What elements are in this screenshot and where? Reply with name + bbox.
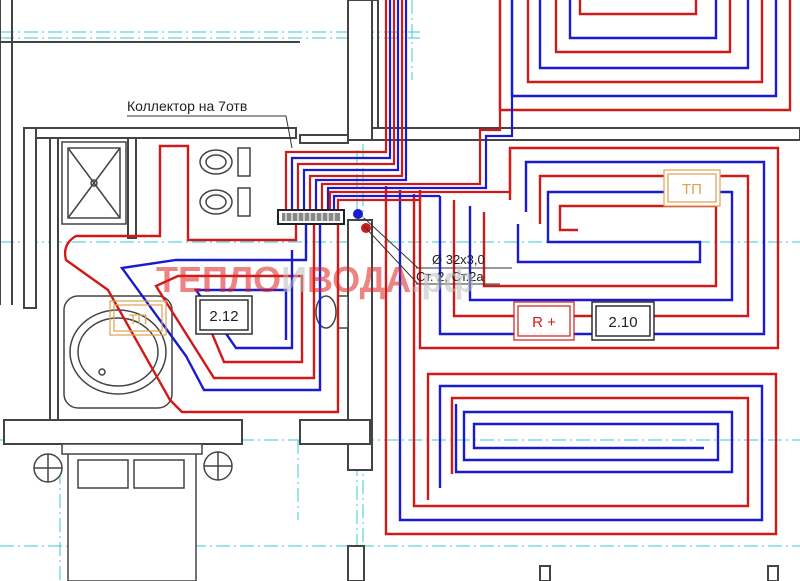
supply-riser-icon	[353, 209, 363, 219]
pipe-diameter-label: Ø 32x3,0	[432, 252, 485, 267]
tp-tag-bath-text: ТП	[129, 311, 148, 327]
watermark-part-3: ВОДА	[307, 259, 411, 300]
heating-loop-top-room	[498, 0, 792, 112]
bathtub	[63, 295, 173, 409]
pipe-bundle	[284, 0, 514, 212]
tp-tag-bath: ТП	[109, 300, 167, 336]
toilet-fixtures	[199, 147, 349, 329]
radiator-tag-text: R +	[532, 314, 556, 331]
room-tag-2-10-text: 2.10	[608, 314, 637, 331]
room-tag-2-10: 2.10	[591, 301, 655, 341]
watermark: ТЕПЛОИВОДА.рф	[156, 259, 475, 300]
radiator-tag: R +	[513, 301, 575, 341]
bed-furniture	[33, 443, 233, 581]
collector-manifold	[277, 209, 371, 233]
watermark-part-4: .рф	[411, 259, 475, 300]
watermark-part-1: ТЕПЛО	[156, 259, 281, 300]
collector-label: Коллектор на 7отв	[127, 98, 247, 114]
heating-loop-bottom-room	[384, 186, 778, 536]
leader-lines	[127, 115, 512, 285]
watermark-part-2: И	[281, 259, 307, 300]
room-tag-2-12-text: 2.12	[209, 308, 238, 325]
shower-tray	[61, 141, 127, 225]
room-tag-2-12: 2.12	[195, 295, 253, 335]
tp-tag-room-text: ТП	[682, 181, 702, 198]
tp-tag-room: ТП	[663, 169, 721, 207]
riser-label: Ст. 2, Ст.2а	[416, 269, 484, 284]
